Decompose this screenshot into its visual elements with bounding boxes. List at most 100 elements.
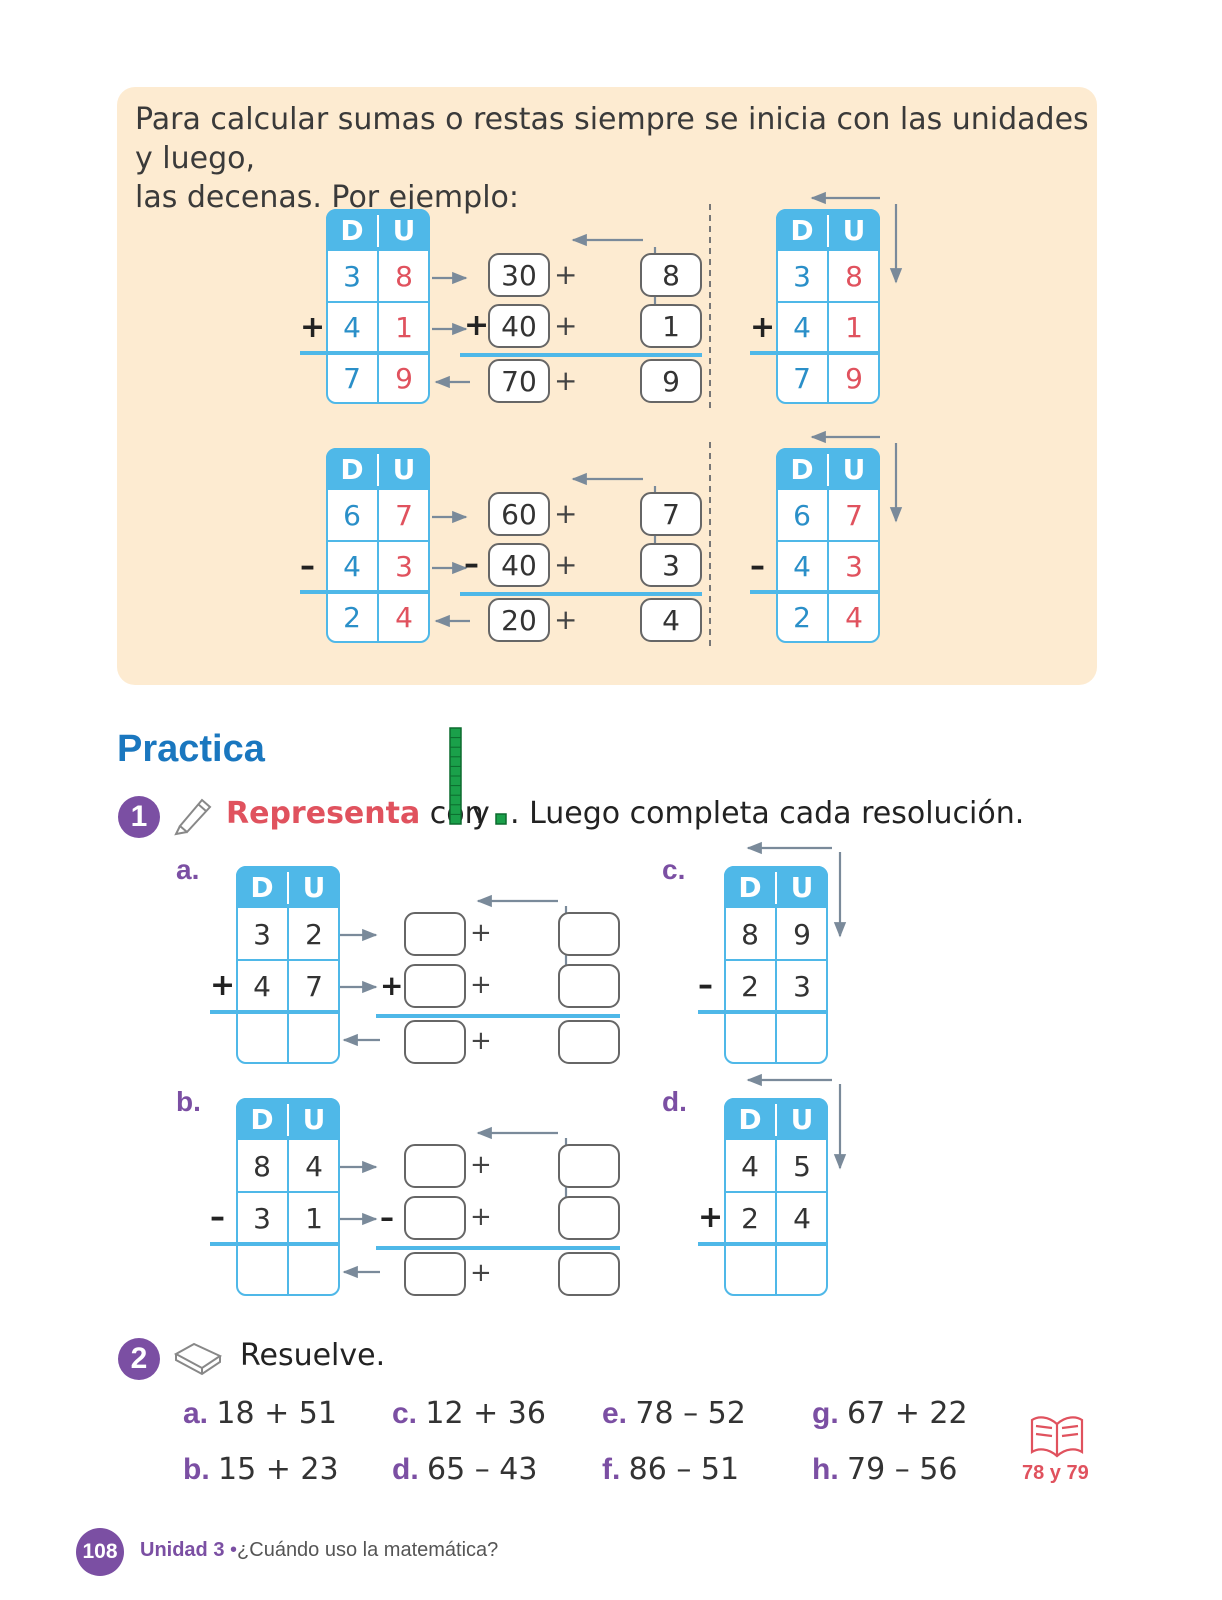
exercise-2-item: d. 65 – 43 <box>392 1452 537 1487</box>
exercise-2-item-expression: 18 + 51 <box>216 1396 337 1431</box>
exercise-2-item: f. 86 – 51 <box>602 1452 739 1487</box>
result-line <box>698 1010 828 1014</box>
decomp-box-units: 8 <box>640 253 702 297</box>
decomp-box-tens: 40 <box>488 543 550 587</box>
plus-symbol: + <box>554 364 578 397</box>
unidad-digit: 7 <box>305 969 323 1003</box>
instruction-rest: . Luego completa cada resolución. <box>510 796 1025 831</box>
decena-digit: 4 <box>343 311 361 344</box>
unidad-digit: 4 <box>305 1149 323 1183</box>
plus-symbol: + <box>554 548 578 581</box>
header-u: U <box>392 452 416 486</box>
decomp-box-units: 7 <box>640 492 702 536</box>
decomp-result-line <box>376 1014 620 1018</box>
operation-sign: – <box>300 548 315 584</box>
decena-digit: 4 <box>793 550 811 583</box>
exercise-2-item-letter: d. <box>392 1453 427 1486</box>
operation-sign: – <box>750 548 765 584</box>
exercise-2-item-expression: 15 + 23 <box>218 1452 339 1487</box>
exercise-2-item-expression: 12 + 36 <box>425 1396 546 1431</box>
row-divider <box>236 959 340 961</box>
decena-digit: 4 <box>253 969 271 1003</box>
unidad-digit: 2 <box>305 917 323 951</box>
row-divider <box>724 959 828 961</box>
decomp-box-tens: 20 <box>488 598 550 642</box>
decomp-operation-sign: – <box>380 1201 394 1234</box>
exercise-1-number: 1 <box>118 796 160 838</box>
column-divider <box>377 454 379 643</box>
decomp-box-tens <box>404 964 466 1008</box>
column-divider-header <box>287 1104 289 1136</box>
unidad-digit: 9 <box>793 917 811 951</box>
practica-title: Practica <box>117 728 265 770</box>
exercise-2-item: e. 78 – 52 <box>602 1396 746 1431</box>
column-divider-header <box>827 215 829 247</box>
column-divider-header <box>775 1104 777 1136</box>
exercise-2-item: a. 18 + 51 <box>183 1396 337 1431</box>
column-divider <box>827 215 829 404</box>
row-divider <box>776 301 880 303</box>
column-divider <box>287 1104 289 1296</box>
exercise-2-item: g. 67 + 22 <box>812 1396 968 1431</box>
unidad-digit: 1 <box>395 311 413 344</box>
result-line <box>750 590 880 594</box>
instruction-y: y <box>472 796 490 831</box>
exercise-2-item-letter: a. <box>183 1397 217 1430</box>
pencil-icon <box>174 798 212 836</box>
exercise-1-instruction: Representa con <box>226 796 484 831</box>
decomp-box-tens: 30 <box>488 253 550 297</box>
exercise-2-number: 2 <box>118 1338 160 1380</box>
decena-digit: 8 <box>253 1149 271 1183</box>
unidad-digit: 1 <box>845 311 863 344</box>
decena-digit: 8 <box>741 917 759 951</box>
exercise-2-item-expression: 79 – 56 <box>847 1452 958 1487</box>
footer-bullet: • <box>230 1539 238 1561</box>
intro-line-2: las decenas. Por ejemplo: <box>135 180 519 215</box>
decena-digit: 2 <box>741 1201 759 1235</box>
exercise-2-item: b. 15 + 23 <box>183 1452 339 1487</box>
page-number: 108 <box>76 1528 124 1576</box>
decena-digit: 6 <box>343 499 361 532</box>
header-u: U <box>302 1102 326 1136</box>
decomp-box-tens: 40 <box>488 304 550 348</box>
operation-sign: + <box>698 1200 724 1235</box>
plus-symbol: + <box>470 1026 492 1056</box>
plus-symbol: + <box>470 1258 492 1288</box>
decena-digit: 4 <box>741 1149 759 1183</box>
decomp-box-units: 9 <box>640 359 702 403</box>
decomp-box-tens <box>404 1020 466 1064</box>
operation-sign: + <box>210 968 236 1003</box>
decena-digit: 3 <box>793 260 811 293</box>
item-letter: b. <box>176 1086 201 1117</box>
header-d: D <box>790 213 814 247</box>
decomp-box-tens <box>404 1252 466 1296</box>
plus-symbol: + <box>470 970 492 1000</box>
unidad-digit: 8 <box>845 260 863 293</box>
decomp-box-tens: 70 <box>488 359 550 403</box>
row-divider <box>326 301 430 303</box>
exercise-2-item-expression: 67 + 22 <box>847 1396 968 1431</box>
item-letter: c. <box>662 854 686 885</box>
result-line <box>698 1242 828 1246</box>
header-d: D <box>250 870 274 904</box>
unidad-digit: 7 <box>845 499 863 532</box>
decena-digit: 7 <box>793 362 811 395</box>
header-u: U <box>790 1102 814 1136</box>
header-u: U <box>842 452 866 486</box>
decomp-box-units <box>558 1144 620 1188</box>
header-u: U <box>392 213 416 247</box>
decomp-box-tens: 60 <box>488 492 550 536</box>
decomp-box-units <box>558 1020 620 1064</box>
decomp-box-units <box>558 964 620 1008</box>
decomp-operation-sign: + <box>380 969 404 1002</box>
unidad-digit: 3 <box>395 550 413 583</box>
decomp-box-tens <box>404 912 466 956</box>
decena-digit: 4 <box>793 311 811 344</box>
result-line <box>300 590 430 594</box>
plus-symbol: + <box>470 918 492 948</box>
decena-digit: 2 <box>343 601 361 634</box>
column-divider-header <box>775 872 777 904</box>
column-divider <box>775 872 777 1064</box>
column-divider-header <box>827 454 829 486</box>
header-u: U <box>790 870 814 904</box>
